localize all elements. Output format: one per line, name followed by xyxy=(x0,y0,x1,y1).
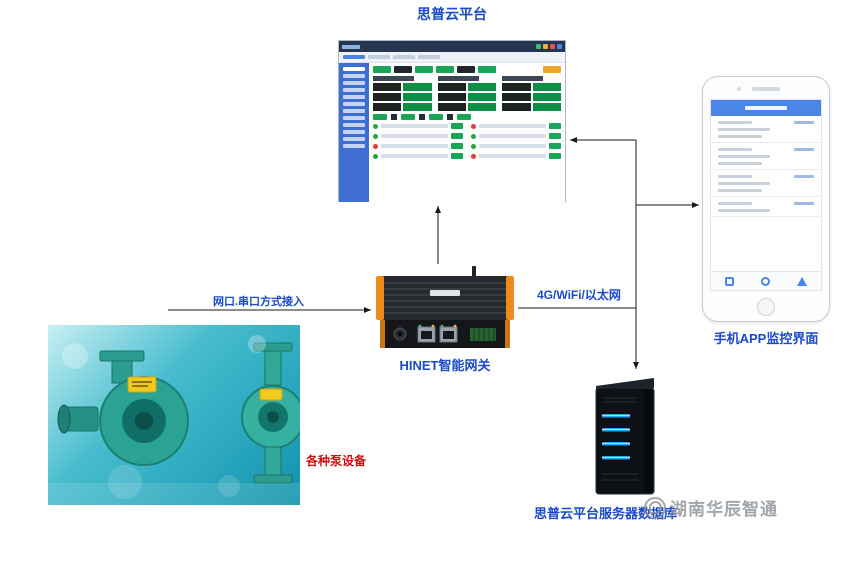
sidebar-menu-item xyxy=(343,123,365,127)
dashboard-tab xyxy=(393,55,415,59)
wireless-connection-label: 4G/WiFi/以太网 xyxy=(537,288,621,302)
sidebar-menu-item xyxy=(343,144,365,148)
status-badge xyxy=(478,66,496,73)
sidebar-menu-item xyxy=(343,95,365,99)
sidebar-menu-item xyxy=(343,81,365,85)
app-list-group xyxy=(711,170,821,197)
status-badge xyxy=(394,66,412,73)
sidebar-menu-item xyxy=(343,88,365,92)
titlebar-square-red xyxy=(550,44,555,49)
server-tower xyxy=(586,372,664,498)
status-dot-red xyxy=(471,153,476,159)
watermark: 湖南华辰智通 xyxy=(644,495,778,520)
status-badge xyxy=(415,66,433,73)
device-row xyxy=(471,123,561,129)
gateway-device xyxy=(374,266,516,352)
app-list-group xyxy=(711,197,821,217)
server-illustration xyxy=(595,378,655,495)
device-row xyxy=(373,153,463,159)
serial-connection-label: 网口.串口方式接入 xyxy=(213,296,305,308)
status-dot-green xyxy=(471,133,476,139)
device-group xyxy=(373,76,432,111)
menu-icon xyxy=(724,276,734,286)
status-dot-green xyxy=(373,133,378,139)
titlebar-square-yellow xyxy=(543,44,548,49)
pumps-illustration xyxy=(48,342,300,505)
device-row xyxy=(471,133,561,139)
phone-speaker xyxy=(752,87,780,91)
status-badge xyxy=(373,66,391,73)
app-data-list xyxy=(711,116,821,272)
watermark-text: 湖南华辰智通 xyxy=(670,500,778,519)
cloud-dashboard-screenshot xyxy=(338,40,566,202)
titlebar-square-blue xyxy=(557,44,562,49)
titlebar-square-green xyxy=(536,44,541,49)
phone-label: 手机APP监控界面 xyxy=(713,331,819,346)
pumps-photo xyxy=(48,325,300,505)
device-row xyxy=(373,143,463,149)
sidebar-menu-item xyxy=(343,102,365,106)
dashboard-titlebar xyxy=(339,41,565,52)
sidebar-menu-item xyxy=(343,74,365,78)
device-group xyxy=(502,76,562,111)
phone-mockup xyxy=(702,76,830,322)
sidebar-menu-item xyxy=(343,67,365,71)
status-badge-row xyxy=(373,66,561,73)
dashboard-tab xyxy=(368,55,390,59)
watermark-logo-icon xyxy=(644,496,666,519)
dashboard-tabbar xyxy=(339,52,565,63)
app-bottom-nav xyxy=(711,271,821,290)
sidebar-menu-item xyxy=(343,130,365,134)
sidebar-menu-item xyxy=(343,109,365,113)
device-status-list xyxy=(373,123,561,199)
status-badge xyxy=(436,66,454,73)
home-icon xyxy=(760,276,770,286)
sidebar-menu-item xyxy=(343,137,365,141)
pumps-label: 各种泵设备 xyxy=(306,454,367,468)
device-row xyxy=(471,143,561,149)
gateway-illustration xyxy=(376,266,514,348)
alert-icon xyxy=(797,276,808,286)
status-dot-green xyxy=(373,123,378,129)
status-dot-green xyxy=(471,143,476,149)
dashboard-sidebar xyxy=(339,63,369,202)
gateway-label: HINET智能网关 xyxy=(399,358,491,373)
status-badge xyxy=(543,66,561,73)
dashboard-tab xyxy=(343,55,365,59)
status-dot-red xyxy=(471,123,476,129)
device-row xyxy=(373,123,463,129)
app-list-group xyxy=(711,116,821,143)
sidebar-menu-item xyxy=(343,116,365,120)
app-list-group xyxy=(711,143,821,170)
device-row xyxy=(471,153,561,159)
status-badge xyxy=(457,66,475,73)
device-group xyxy=(437,76,497,111)
app-header xyxy=(711,100,821,116)
device-row xyxy=(373,133,463,139)
server-label: 思普云平台服务器数据库 xyxy=(534,506,678,521)
platform-title: 思普云平台 xyxy=(417,6,487,22)
mini-status-row xyxy=(373,114,561,120)
dashboard-logo xyxy=(342,44,360,49)
phone-screen xyxy=(710,99,822,291)
dashboard-content xyxy=(369,63,565,202)
device-cell-groups xyxy=(373,76,562,111)
phone-home-button xyxy=(757,298,775,316)
phone-camera xyxy=(737,87,741,91)
status-dot-red xyxy=(373,143,378,149)
dashboard-tab xyxy=(418,55,440,59)
status-dot-green xyxy=(373,153,378,159)
